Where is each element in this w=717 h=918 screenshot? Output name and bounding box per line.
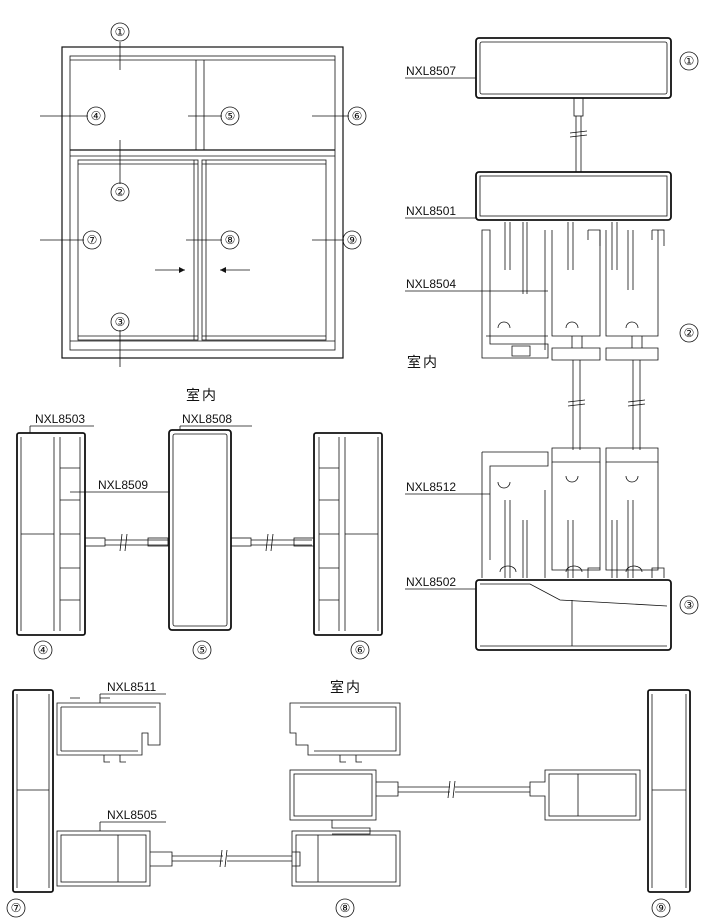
section-number-7: ⑦ [6, 898, 26, 918]
profile-8-assembly [289, 702, 530, 887]
svg-text:①: ① [684, 54, 695, 68]
section-number-8: ⑧ [335, 898, 355, 918]
label-nxl8508: NXL8508 [182, 412, 232, 426]
label-nxl8511: NXL8511 [107, 680, 156, 694]
interior-label-right: 室内 [407, 354, 439, 371]
svg-text:⑤: ⑤ [225, 109, 236, 123]
profile-nxl8511 [56, 697, 161, 763]
svg-text:⑥: ⑥ [352, 109, 363, 123]
svg-text:⑤: ⑤ [197, 643, 208, 657]
profile-nxl8503 [16, 432, 86, 636]
window-elevation: ① ④ ⑤ ⑥ ② ⑦ ⑧ ⑨ ③ [40, 22, 367, 367]
svg-text:④: ④ [38, 643, 49, 657]
section-number-9: ⑨ [651, 898, 671, 918]
section-number-1: ① [679, 51, 699, 71]
svg-text:⑨: ⑨ [347, 233, 358, 247]
callout-8: ⑧ [220, 230, 240, 250]
section-number-2: ② [679, 323, 699, 343]
svg-text:③: ③ [115, 315, 126, 329]
callout-5: ⑤ [220, 106, 240, 126]
profile-frame-9 [647, 689, 691, 893]
horizontal-section-upper: 室内 NXL8503 NXL8509 ④ [16, 387, 383, 660]
svg-text:⑧: ⑧ [340, 901, 351, 915]
label-nxl8503: NXL8503 [35, 412, 85, 426]
svg-text:②: ② [115, 185, 126, 199]
profile-nxl8501 [475, 171, 672, 221]
label-nxl8512: NXL8512 [406, 480, 456, 494]
svg-text:②: ② [684, 326, 695, 340]
profile-frame-7 [12, 689, 54, 893]
window-frame-outer [61, 46, 344, 359]
svg-text:⑧: ⑧ [225, 233, 236, 247]
profile-nxl8508 [168, 429, 232, 631]
label-nxl8504: NXL8504 [406, 277, 456, 291]
callout-1: ① [110, 22, 130, 42]
svg-text:④: ④ [91, 109, 102, 123]
profile-nxl8503-mirror [313, 432, 383, 636]
callout-9: ⑨ [342, 230, 362, 250]
profile-nxl8502 [475, 579, 672, 651]
callout-4: ④ [86, 106, 106, 126]
section-number-6: ⑥ [350, 640, 370, 660]
callout-3: ③ [110, 312, 130, 332]
section-number-4: ④ [33, 640, 53, 660]
svg-text:③: ③ [684, 598, 695, 612]
svg-text:⑦: ⑦ [87, 233, 98, 247]
callout-6: ⑥ [347, 106, 367, 126]
label-nxl8507: NXL8507 [406, 64, 456, 78]
svg-text:⑦: ⑦ [11, 901, 22, 915]
callout-2: ② [110, 182, 130, 202]
section-number-5: ⑤ [192, 640, 212, 660]
profile-9-assembly [529, 769, 641, 821]
svg-text:⑥: ⑥ [355, 643, 366, 657]
svg-text:①: ① [115, 25, 126, 39]
horizontal-section-lower: 室内 NXL8511 NXL8505 [6, 679, 691, 918]
vertical-section: NXL8507 ① NXL8501 [405, 37, 699, 651]
callout-7: ⑦ [82, 230, 102, 250]
interior-label-middle: 室内 [186, 387, 218, 404]
label-nxl8509: NXL8509 [98, 478, 148, 492]
label-nxl8505: NXL8505 [107, 808, 157, 822]
section-number-3: ③ [679, 595, 699, 615]
label-nxl8502: NXL8502 [406, 575, 456, 589]
label-nxl8501: NXL8501 [406, 204, 456, 218]
interior-label-bottom: 室内 [330, 679, 362, 696]
profile-nxl8507 [475, 37, 672, 99]
profile-nxl8505 [56, 830, 292, 887]
svg-text:⑨: ⑨ [656, 901, 667, 915]
